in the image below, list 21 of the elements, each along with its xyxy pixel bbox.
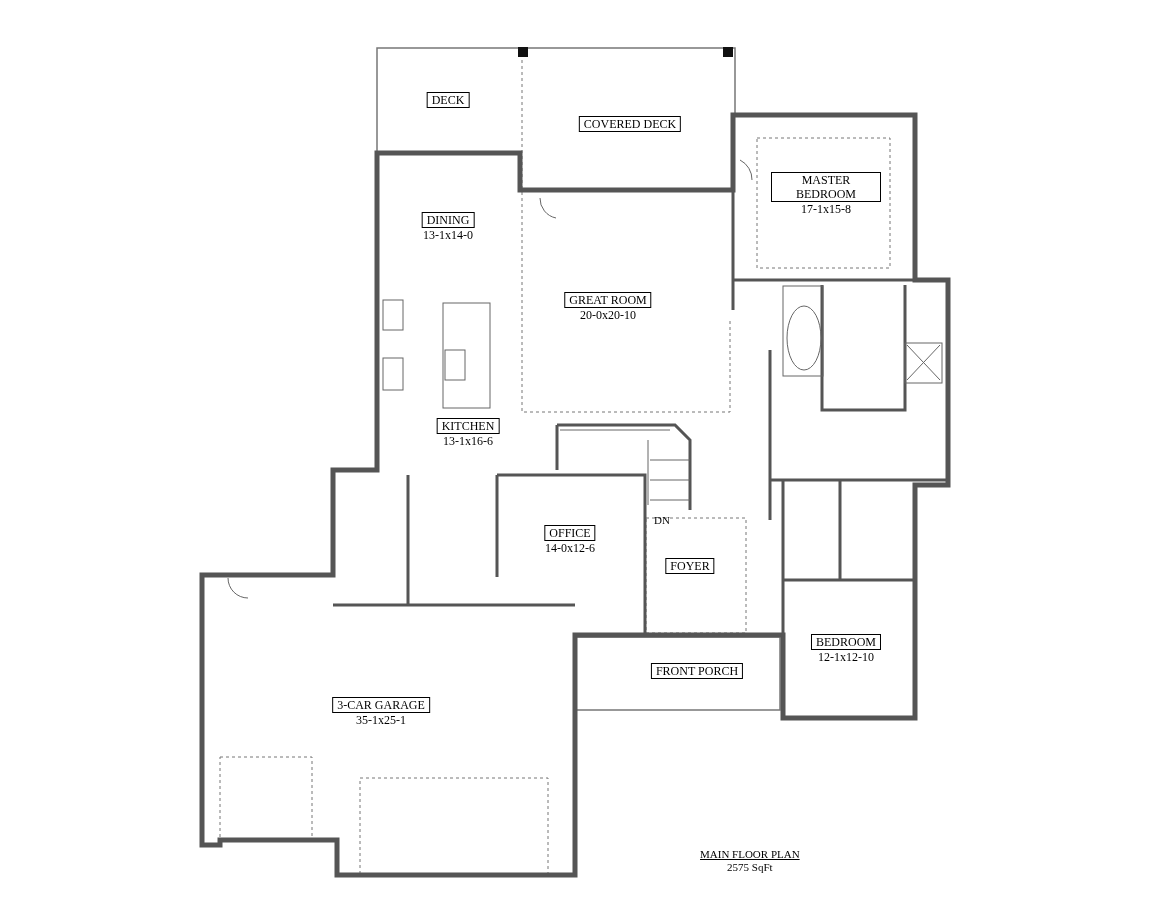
room-name: FRONT PORCH [650,663,744,679]
room-name: BEDROOM [811,634,881,650]
room-name: COVERED DECK [578,116,682,132]
room-dimensions: 35-1x25-1 [356,713,406,727]
room-name: GREAT ROOM [564,292,652,308]
plan-area-caption: 2575 SqFt [727,861,773,874]
room-name: KITCHEN [436,418,500,434]
room-name: OFFICE [544,525,596,541]
stair-direction-label: DN [654,514,670,526]
room-dimensions: 20-0x20-10 [580,308,636,322]
room-name: 3-CAR GARAGE [332,697,430,713]
room-dimensions: 17-1x15-8 [801,202,851,216]
room-dimensions: 13-1x16-6 [443,434,493,448]
room-dimensions: 14-0x12-6 [545,541,595,555]
room-name: DINING [421,212,475,228]
room-name: MASTER BEDROOM [771,172,881,202]
room-name: DECK [426,92,470,108]
plan-title: MAIN FLOOR PLAN [700,848,800,861]
room-name: FOYER [665,558,715,574]
room-dimensions: 13-1x14-0 [423,228,473,242]
room-dimensions: 12-1x12-10 [818,650,874,664]
